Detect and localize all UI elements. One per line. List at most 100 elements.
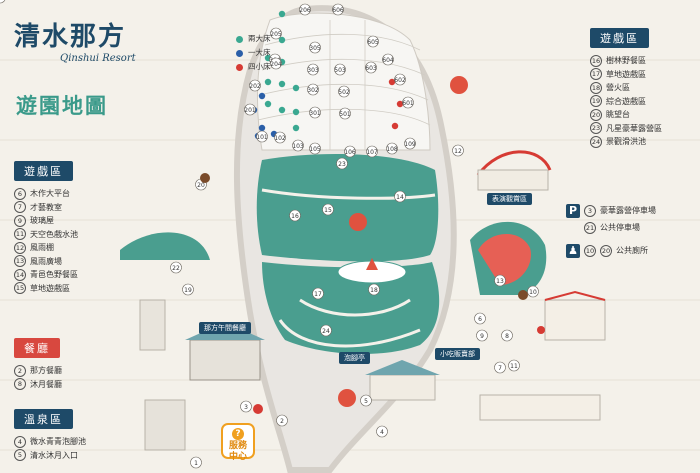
lawn-area-lower xyxy=(262,262,440,355)
entry-label: 那方餐廳 xyxy=(30,366,62,375)
site-number: 2 xyxy=(280,418,284,425)
site-number: 205 xyxy=(270,31,282,38)
restaurant-marker-icon xyxy=(537,326,545,334)
site-number-badge xyxy=(270,57,282,70)
map-title: 遊園地圖 xyxy=(16,93,108,118)
site-number: 501 xyxy=(339,111,351,118)
site-number: 101 xyxy=(256,134,268,141)
site-number-badge xyxy=(276,414,288,427)
entry-label: 青邑色野餐區 xyxy=(30,270,78,279)
section-heading: 遊戲區 xyxy=(14,161,73,181)
marker-icon[interactable] xyxy=(349,213,367,231)
number-badge: 13 xyxy=(14,255,26,267)
site-number: 24 xyxy=(322,328,330,335)
number-badge: 4 xyxy=(14,435,26,448)
site-number-badge xyxy=(307,83,319,96)
site-number-badge xyxy=(292,139,304,152)
site-number: 305 xyxy=(309,45,321,52)
site-number-badge xyxy=(338,85,350,98)
entry-label: 微水青青泡腳池 xyxy=(30,437,86,446)
legend-item: 一大床 xyxy=(236,46,271,60)
number-badge: 11 xyxy=(14,228,26,240)
tag-bubble: 泡腳亭 xyxy=(339,352,370,364)
entry-label: 天空色戲水池 xyxy=(30,229,78,239)
site-number-badge xyxy=(527,285,539,298)
site-number-badge xyxy=(0,0,6,4)
entry-label: 凡星豪華露營區 xyxy=(606,123,662,133)
site-number: 6 xyxy=(478,316,482,323)
number-badge: 23 xyxy=(590,122,602,134)
site-number-badge xyxy=(404,137,416,150)
number-badge: 14 xyxy=(14,268,26,281)
restaurant-marker-icon xyxy=(253,404,263,414)
number-badge: 19 xyxy=(590,95,602,107)
service-center[interactable]: ? 服務 中心 xyxy=(221,423,255,462)
site-number: 9 xyxy=(480,333,484,340)
site-number-badge xyxy=(307,63,319,76)
legend-dot-icon xyxy=(236,35,243,43)
room-dot-icon xyxy=(292,124,300,132)
lawn-paths xyxy=(261,188,436,348)
site-number-badge xyxy=(360,394,372,407)
hot-spring-building xyxy=(479,394,601,421)
marker-icon[interactable] xyxy=(450,76,468,94)
section-heading: 遊戲區 xyxy=(590,28,649,48)
legend-entry: 2 那方餐廳 xyxy=(14,364,62,378)
site-number-badge xyxy=(289,209,301,222)
site-number-badge xyxy=(494,274,506,287)
site-number: 5 xyxy=(364,398,368,405)
brand-name-en: Qinshui Resort xyxy=(60,53,136,64)
site-number-badge xyxy=(274,131,286,144)
stage-building xyxy=(477,169,549,191)
site-number: 105 xyxy=(309,146,321,153)
site-number: 204 xyxy=(270,61,282,68)
site-number: 601 xyxy=(402,100,414,107)
site-number-badge xyxy=(182,283,194,296)
site-number: 103 xyxy=(292,143,304,150)
site-number: 201 xyxy=(244,107,256,114)
brand-name: 清水那方 xyxy=(14,22,127,52)
site-number: 604 xyxy=(382,57,394,64)
marker-icon[interactable] xyxy=(338,389,356,407)
section-heading: 溫泉區 xyxy=(14,409,73,429)
number-badge: 16 xyxy=(590,54,602,67)
site-number: 15 xyxy=(324,207,332,214)
site-number-badge xyxy=(494,361,506,374)
site-number: 109 xyxy=(404,141,416,148)
site-number: 606 xyxy=(332,7,344,14)
site-numbers: 2066062056053053046042043035036033025026… xyxy=(0,0,539,469)
site-number: 13 xyxy=(496,278,504,285)
room-dot-icon xyxy=(264,78,272,86)
site-number: 1 xyxy=(194,460,198,467)
site-number-badge xyxy=(256,130,268,143)
site-number-badge xyxy=(382,53,394,66)
number-badge: 2 xyxy=(14,364,26,377)
room-dot-icon xyxy=(388,78,396,86)
number-badge: 5 xyxy=(14,449,26,461)
site-number: 303 xyxy=(307,67,319,74)
site-number-badge xyxy=(386,142,398,155)
entry-label: 草地遊戲區 xyxy=(30,283,70,293)
site-number-badge xyxy=(299,3,311,16)
site-number-badge xyxy=(402,96,414,109)
legend-item: 兩大床 xyxy=(236,32,271,46)
site-number: 603 xyxy=(365,65,377,72)
left-building xyxy=(139,299,166,351)
number-badge: 12 xyxy=(14,241,26,254)
room-dot-icon xyxy=(278,36,286,44)
site-number-badge xyxy=(249,79,261,92)
site-number: 8 xyxy=(505,333,509,340)
site-number-badge xyxy=(394,190,406,203)
site-number-badge xyxy=(309,41,321,54)
entry-label: 景觀滑洪池 xyxy=(606,137,646,146)
